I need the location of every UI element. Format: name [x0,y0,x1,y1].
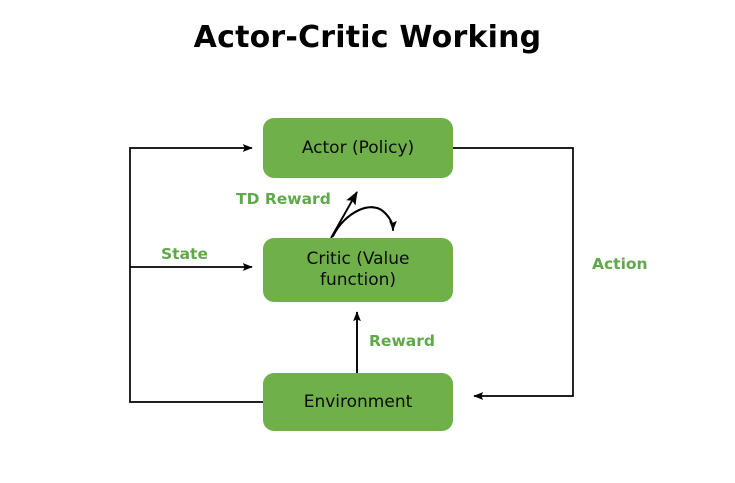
page-title: Actor-Critic Working [193,20,542,55]
edge-label-td-reward: TD Reward [236,190,331,208]
edge-label-state: State [161,245,208,263]
edge-actor-to-critic [331,206,397,238]
edge-action [453,147,574,400]
edge-label-reward: Reward [369,332,435,350]
node-actor[interactable]: Actor (Policy) [263,118,453,178]
node-environment[interactable]: Environment [263,373,453,431]
edge-environment-to-actor [129,144,263,403]
edge-label-action: Action [592,255,648,273]
node-critic[interactable]: Critic (Value function) [263,238,453,302]
